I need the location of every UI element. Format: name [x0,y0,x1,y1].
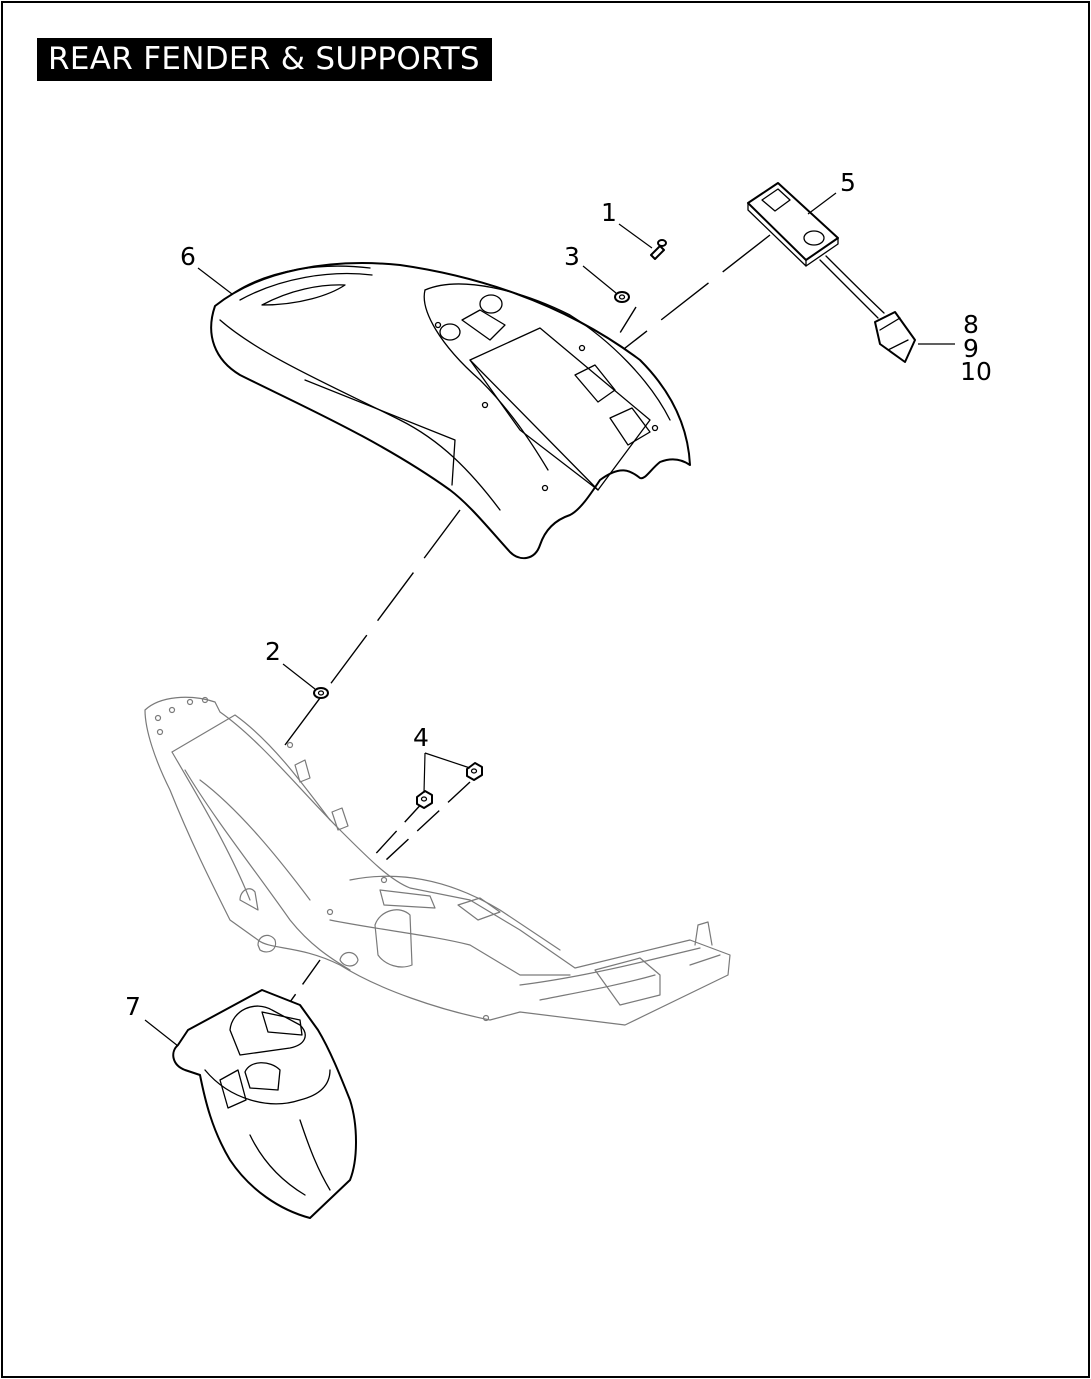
fender-support-frame [144,696,731,1026]
leader-5 [807,192,837,215]
callout-5: 5 [840,168,856,197]
splash-guard [172,989,357,1219]
callout-2: 2 [265,637,281,666]
nut-right [466,762,483,781]
nut-left [416,790,433,809]
leader-7 [144,1019,179,1047]
screw [650,239,667,260]
electronic-module [747,182,916,363]
callout-numbers: 1 2 3 4 5 6 7 8 9 10 [125,168,992,1021]
leader-6 [197,267,233,295]
callout-7: 7 [125,992,141,1021]
callout-1: 1 [601,198,617,227]
leader-4b [423,752,426,794]
washer-lower [313,687,329,699]
nut-pair [416,762,483,809]
callout-9: 9 [963,334,979,363]
assembly-line-fender-mount [284,509,461,746]
callout-10: 10 [960,357,992,386]
callout-6: 6 [180,242,196,271]
assembly-line-nut-b [369,799,426,861]
callout-8: 8 [963,310,979,339]
rear-fender [210,262,691,560]
washer-upper [614,291,630,303]
leader-2 [282,663,316,690]
leader-1 [618,223,653,249]
callout-3: 3 [564,242,580,271]
assembly-line-nut-a [329,781,471,913]
callout-4: 4 [413,723,429,752]
assembly-line-fastener [559,306,637,431]
leader-3 [582,265,617,294]
diagram-title: REAR FENDER & SUPPORTS [37,38,492,81]
leader-4a [424,752,471,769]
leader-lines [144,192,955,1047]
